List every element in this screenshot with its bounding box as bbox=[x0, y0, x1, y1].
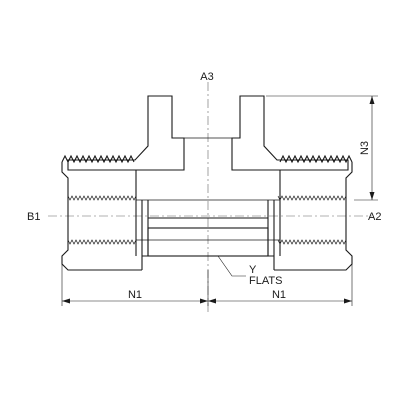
label-port-top: A3 bbox=[200, 71, 213, 83]
label-port-right: A2 bbox=[368, 211, 381, 223]
hex-flat-face bbox=[147, 227, 269, 257]
n1-right-arrow-start bbox=[208, 298, 216, 304]
right-lower-thread bbox=[277, 195, 347, 201]
label-flats-y: Y bbox=[249, 264, 257, 276]
right-upper-thread bbox=[279, 154, 353, 164]
right-bottom-thread bbox=[277, 239, 347, 245]
label-port-left: B1 bbox=[27, 211, 40, 223]
n3-arrow-bottom bbox=[369, 192, 375, 200]
n1-right-arrow-end bbox=[344, 298, 352, 304]
label-height-dim: N3 bbox=[359, 141, 371, 155]
label-flats-word: FLATS bbox=[249, 275, 282, 287]
label-right-len-dim: N1 bbox=[272, 289, 286, 301]
n1-left-arrow-start bbox=[62, 298, 70, 304]
left-bottom-thread bbox=[67, 239, 137, 245]
left-run-body bbox=[61, 162, 142, 271]
n3-arrow-top bbox=[369, 96, 375, 104]
label-left-len-dim: N1 bbox=[128, 289, 142, 301]
flats-leader-line bbox=[217, 255, 246, 277]
left-upper-thread bbox=[61, 154, 135, 164]
n1-left-arrow-end bbox=[200, 298, 208, 304]
left-lower-thread bbox=[67, 195, 137, 201]
right-run-body bbox=[274, 162, 353, 271]
